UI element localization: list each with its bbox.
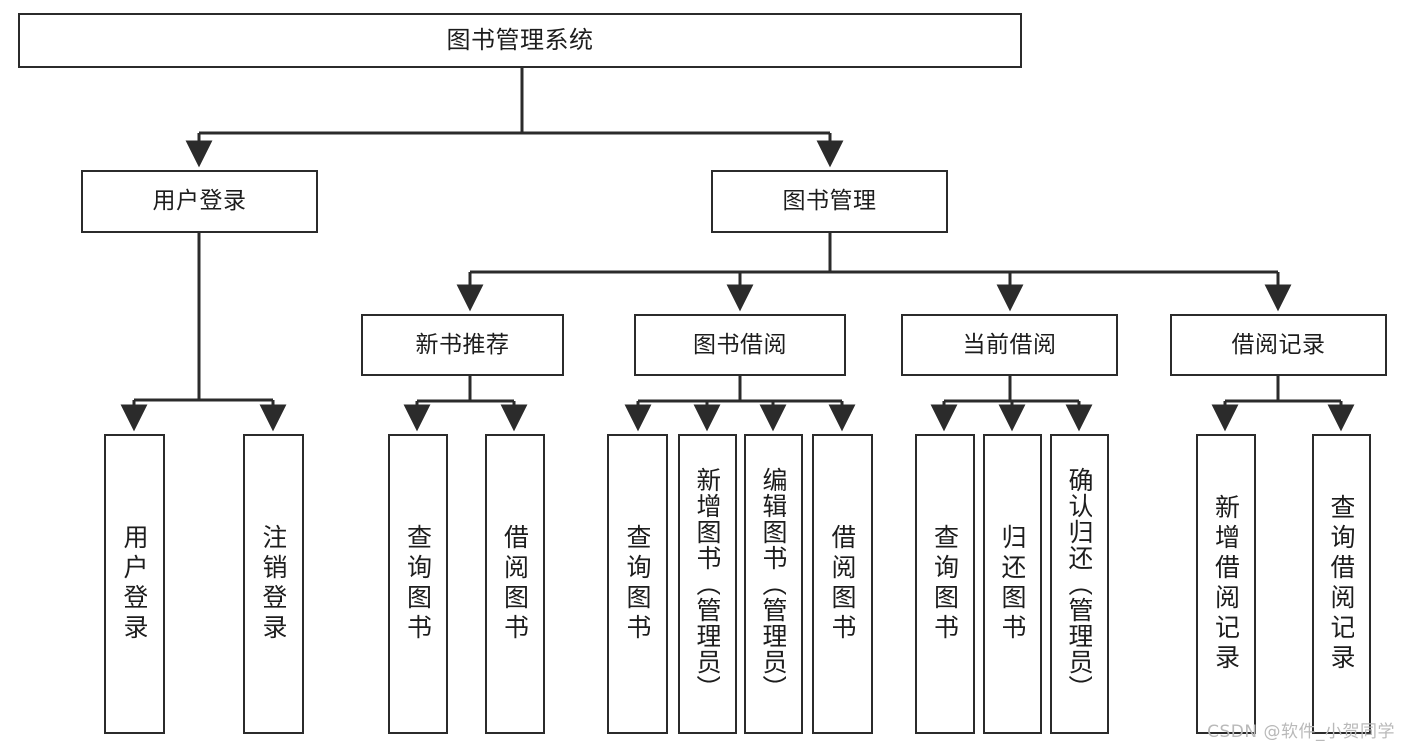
leaf-user-login-login[interactable]: 用户登录 xyxy=(104,434,165,734)
node-label: 新书推荐 xyxy=(415,331,510,358)
leaf-new-book-borrow[interactable]: 借阅图书 xyxy=(485,434,545,734)
node-label: 归还图书 xyxy=(1000,524,1025,644)
leaf-current-confirm-return[interactable]: 确认归还（管理员） xyxy=(1050,434,1109,734)
node-label: 查询借阅记录 xyxy=(1329,494,1354,674)
leaf-record-add[interactable]: 新增借阅记录 xyxy=(1196,434,1256,734)
node-label: 用户登录 xyxy=(122,524,147,644)
node-label: 新增借阅记录 xyxy=(1213,494,1239,674)
node-book-management[interactable]: 图书管理 xyxy=(711,170,948,233)
node-label: 当前借阅 xyxy=(962,331,1057,358)
node-current-borrow[interactable]: 当前借阅 xyxy=(901,314,1118,376)
node-book-borrow[interactable]: 图书借阅 xyxy=(634,314,846,376)
csdn-watermark: CSDN @软件_小贺同学 xyxy=(1207,722,1395,742)
leaf-borrow-query-book[interactable]: 查询图书 xyxy=(607,434,668,734)
node-label: 图书管理系统 xyxy=(446,25,594,54)
leaf-borrow-borrow-book[interactable]: 借阅图书 xyxy=(812,434,873,734)
leaf-borrow-edit-book[interactable]: 编辑图书（管理员） xyxy=(744,434,803,734)
leaf-new-book-query[interactable]: 查询图书 xyxy=(388,434,448,734)
node-label: 图书管理 xyxy=(782,188,877,215)
leaf-current-return-book[interactable]: 归还图书 xyxy=(983,434,1042,734)
node-label: 查询图书 xyxy=(405,524,431,644)
node-user-login[interactable]: 用户登录 xyxy=(81,170,318,233)
node-label: 借阅图书 xyxy=(830,524,855,644)
leaf-borrow-add-book[interactable]: 新增图书（管理员） xyxy=(678,434,737,734)
node-label: 查询图书 xyxy=(625,524,650,644)
leaf-user-login-logout[interactable]: 注销登录 xyxy=(243,434,304,734)
node-label: 新增图书（管理员） xyxy=(695,467,720,701)
leaf-record-query[interactable]: 查询借阅记录 xyxy=(1312,434,1371,734)
node-label: 图书借阅 xyxy=(693,331,787,358)
leaf-current-query-book[interactable]: 查询图书 xyxy=(915,434,975,734)
node-label: 借阅图书 xyxy=(502,524,528,644)
node-label: 确认归还（管理员） xyxy=(1067,467,1092,701)
node-label: 用户登录 xyxy=(152,188,247,215)
node-label: 编辑图书（管理员） xyxy=(761,467,786,701)
node-borrow-record[interactable]: 借阅记录 xyxy=(1170,314,1387,376)
node-label: 注销登录 xyxy=(261,524,286,644)
node-label: 查询图书 xyxy=(932,524,958,644)
node-new-book-recommend[interactable]: 新书推荐 xyxy=(361,314,564,376)
node-label: 借阅记录 xyxy=(1231,331,1326,358)
node-root-system[interactable]: 图书管理系统 xyxy=(18,13,1022,68)
